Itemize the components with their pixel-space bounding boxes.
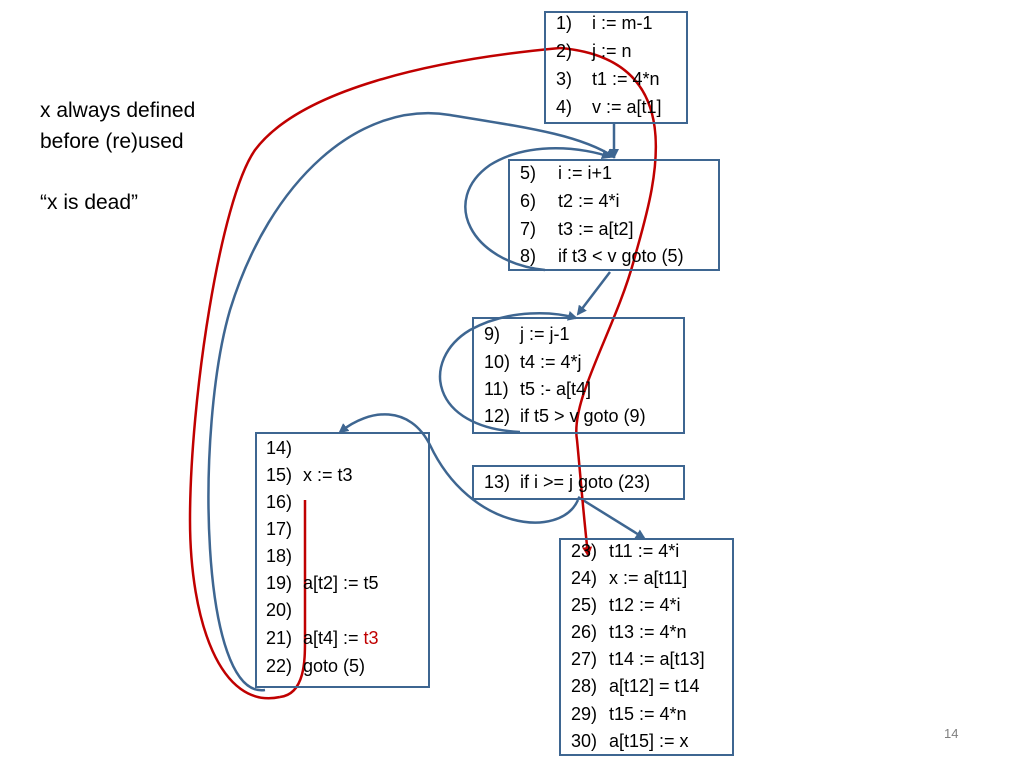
statement: t11 := 4*i	[609, 541, 680, 561]
line-number: 17)	[266, 519, 293, 539]
line-number: 9)	[484, 324, 501, 344]
statement: if t3 < v goto (5)	[558, 246, 684, 266]
statement: v := a[t1]	[592, 97, 662, 117]
basic-block-2: 5) i := i+1 6) t2 := 4*i 7) t3 := a[t2] 8) i…	[508, 159, 720, 271]
line-number: 7)	[520, 219, 537, 239]
basic-block-3: 9) j := j-1 10) t4 := 4*j 11) t5 :- a[t4] 1…	[472, 317, 685, 434]
line-number: 29)	[571, 704, 598, 724]
line-number: 2)	[556, 41, 573, 61]
line-number: 10)	[484, 352, 511, 372]
statement: a[t12] = t14	[609, 676, 700, 696]
line-number: 12)	[484, 406, 511, 426]
line-number: 21)	[266, 628, 293, 648]
statement: t13 := 4*n	[609, 622, 687, 642]
line-number: 11)	[484, 379, 509, 399]
statement: a[t2] := t5	[303, 573, 379, 593]
statement: goto (5)	[303, 656, 366, 676]
line-number: 1)	[556, 13, 573, 33]
highlighted-variable: t3	[363, 628, 379, 648]
line-number: 13)	[484, 472, 511, 492]
line-number: 23)	[571, 541, 598, 561]
line-number: 14)	[266, 438, 293, 458]
edge-b4-to-b6	[577, 495, 646, 540]
statement: if t5 > v goto (9)	[520, 406, 646, 426]
basic-block-5: 14) 15) x := t3 16) 17) 18) 19) a[t2] := t…	[255, 432, 430, 688]
statement: t15 := 4*n	[609, 704, 687, 724]
line-number: 27)	[571, 649, 598, 669]
statement: j := j-1	[520, 324, 570, 344]
statement: x := t3	[303, 465, 353, 485]
statement: i := i+1	[558, 163, 613, 183]
statement: x := a[t11]	[609, 568, 688, 588]
basic-block-6: 23) t11 := 4*i 24) x := a[t11] 25) t12 := 4…	[559, 538, 734, 756]
line-number: 8)	[520, 246, 537, 266]
statement: t14 := a[t13]	[609, 649, 705, 669]
statement: t5 :- a[t4]	[520, 379, 592, 399]
line-number: 16)	[266, 492, 293, 512]
statement: if i >= j goto (23)	[520, 472, 651, 492]
statement: t2 := 4*i	[558, 191, 620, 211]
line-number: 6)	[520, 191, 537, 211]
line-number: 22)	[266, 656, 293, 676]
line-number: 20)	[266, 600, 293, 620]
line-number: 28)	[571, 676, 598, 696]
note-always-defined: x always defined before (re)used	[40, 95, 195, 157]
line-number: 25)	[571, 595, 598, 615]
statement: j := n	[592, 41, 632, 61]
statement: t3 := a[t2]	[558, 219, 634, 239]
line-number: 15)	[266, 465, 293, 485]
line-number: 18)	[266, 546, 293, 566]
basic-block-4: 13) if i >= j goto (23)	[472, 465, 685, 500]
line-number: 19)	[266, 573, 293, 593]
statement: t1 := 4*n	[592, 69, 660, 89]
basic-block-1: 1) i := m-1 2) j := n 3) t1 := 4*n 4) v := a…	[544, 11, 688, 124]
line-number: 5)	[520, 163, 537, 183]
statement: a[t4] := t3	[303, 628, 379, 649]
statement: a[t15] := x	[609, 731, 689, 751]
note-line-2: before (re)used	[40, 130, 184, 153]
statement: t12 := 4*i	[609, 595, 681, 615]
line-number: 26)	[571, 622, 598, 642]
statement: i := m-1	[592, 13, 653, 33]
line-number: 4)	[556, 97, 573, 117]
line-number: 3)	[556, 69, 573, 89]
line-number: 30)	[571, 731, 598, 751]
slide-number: 14	[944, 726, 959, 741]
statement: t4 := 4*j	[520, 352, 582, 372]
edge-b2-to-b3	[576, 271, 611, 316]
line-number: 24)	[571, 568, 598, 588]
note-x-dead: “x is dead”	[40, 191, 139, 214]
note-line-1: x always defined	[40, 99, 196, 122]
statement-text: a[t4] :=	[303, 628, 364, 648]
